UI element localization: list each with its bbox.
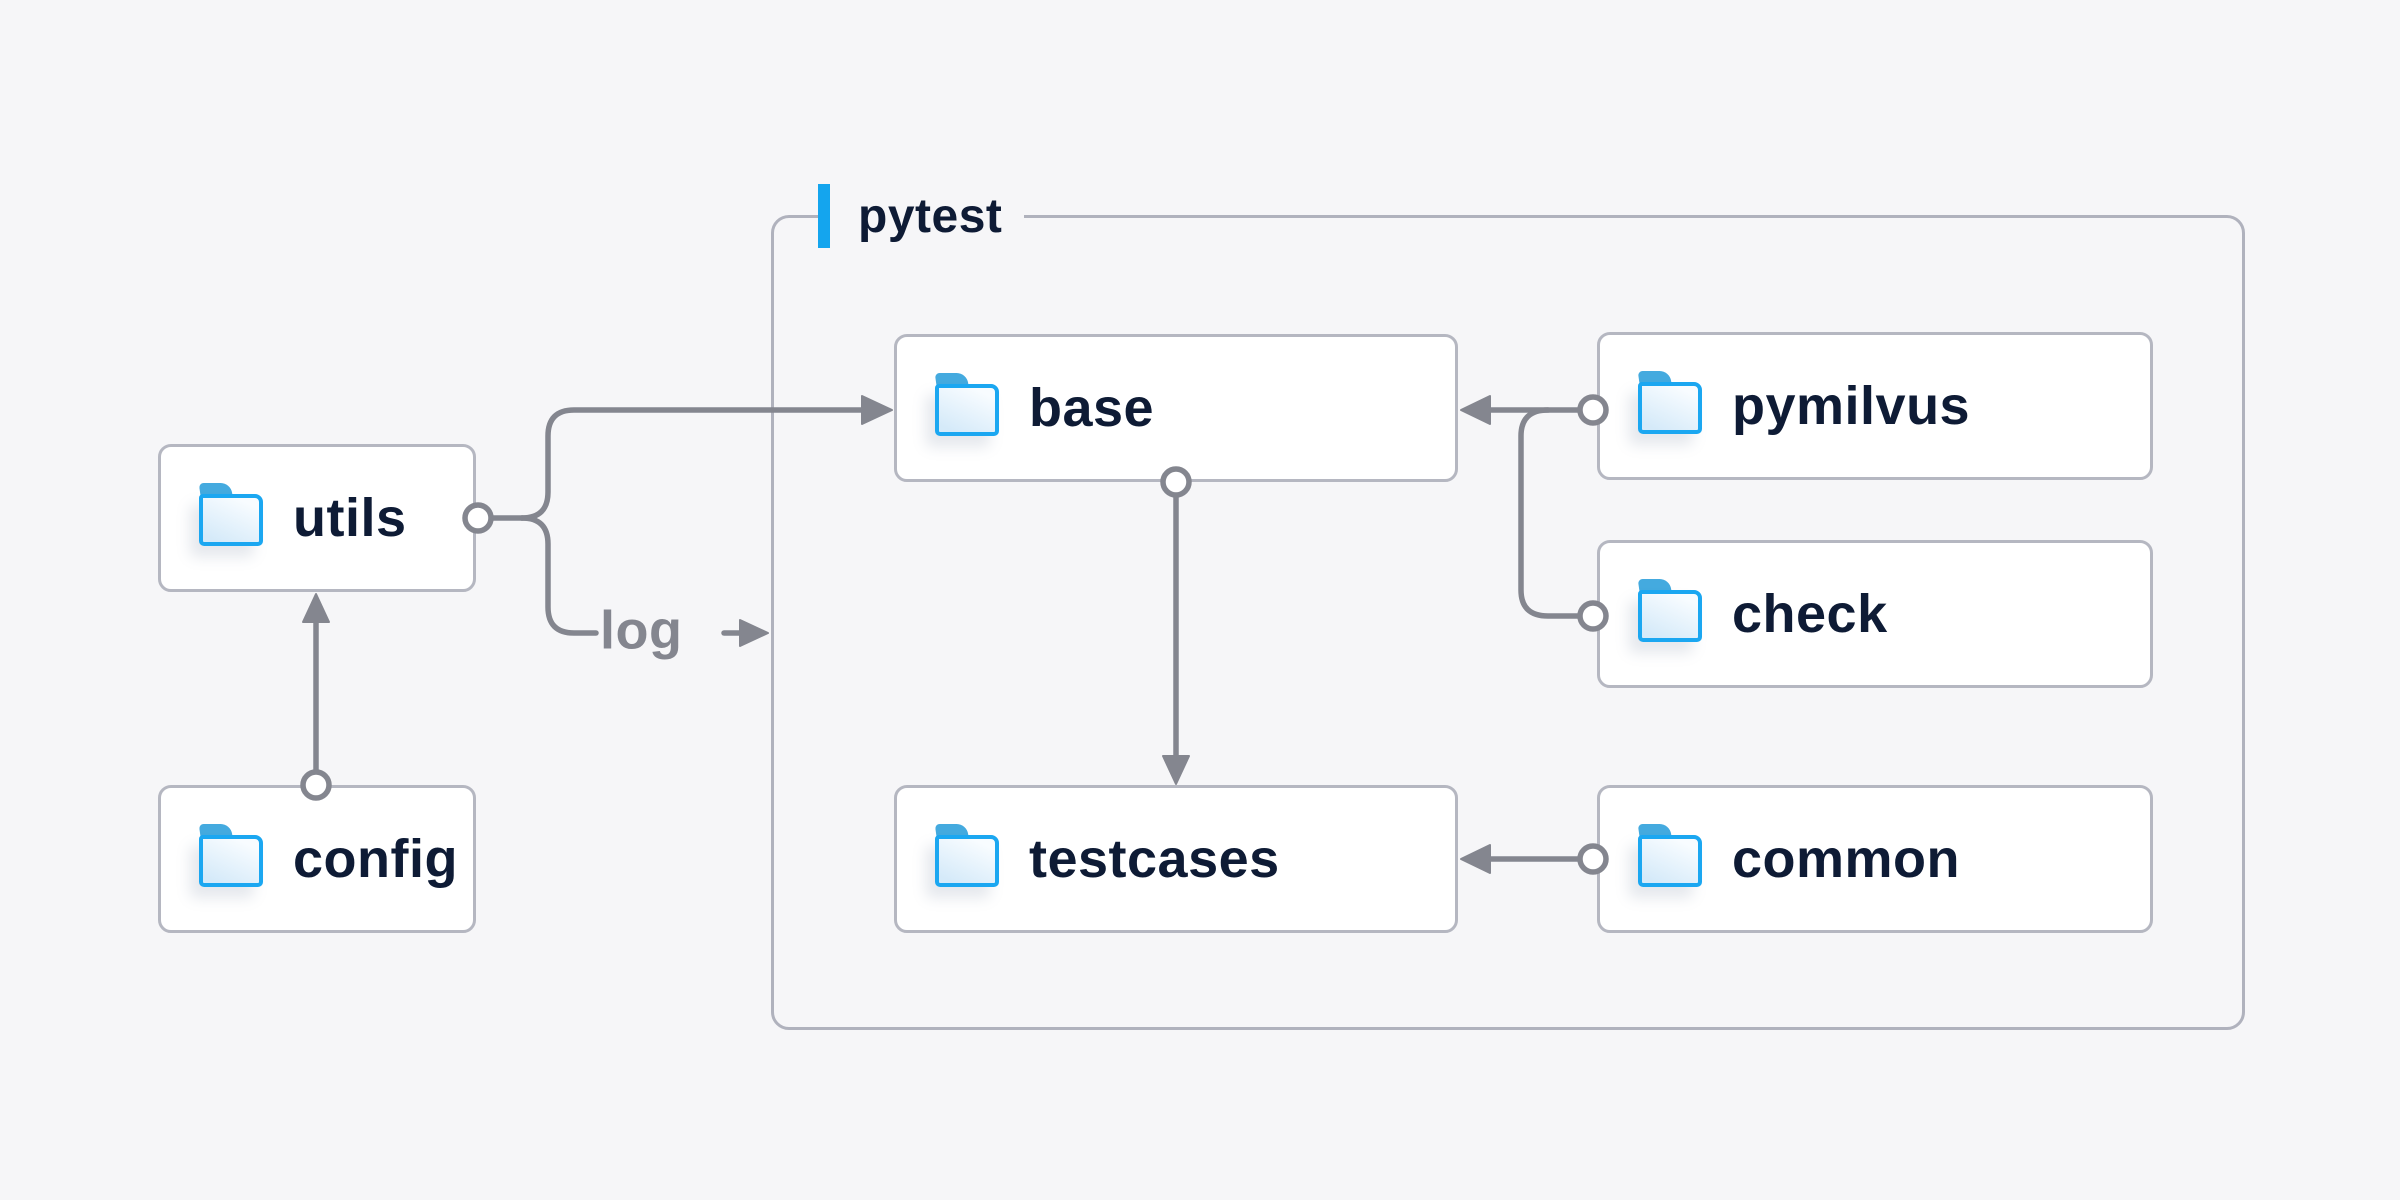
edge-common-testcases bbox=[1460, 843, 1609, 875]
edge-utils-log bbox=[519, 515, 769, 647]
node-label: pymilvus bbox=[1732, 376, 1971, 436]
node-base: base bbox=[894, 334, 1458, 482]
node-label: utils bbox=[293, 488, 407, 548]
node-check: check bbox=[1597, 540, 2153, 688]
folder-icon bbox=[1637, 579, 1702, 642]
edge-check-base bbox=[1518, 407, 1609, 632]
folder-icon bbox=[198, 824, 263, 887]
node-label: check bbox=[1732, 584, 1888, 644]
folder-icon bbox=[1637, 824, 1702, 887]
node-pymilvus: pymilvus bbox=[1597, 332, 2153, 480]
node-label: testcases bbox=[1029, 829, 1280, 889]
node-label: base bbox=[1029, 378, 1155, 438]
accent-bar bbox=[818, 184, 830, 248]
pytest-group-container: pytest bbox=[771, 184, 2245, 1030]
node-label: common bbox=[1732, 829, 1961, 889]
folder-icon bbox=[934, 824, 999, 887]
node-config: config bbox=[158, 785, 476, 933]
edge-base-testcases bbox=[1160, 466, 1192, 785]
edge-label-log: log bbox=[600, 600, 683, 661]
pytest-group-label: pytest bbox=[818, 184, 1025, 248]
node-common: common bbox=[1597, 785, 2153, 933]
group-label-text: pytest bbox=[858, 189, 1003, 243]
folder-icon bbox=[1637, 371, 1702, 434]
node-testcases: testcases bbox=[894, 785, 1458, 933]
folder-icon bbox=[934, 373, 999, 436]
node-label: config bbox=[293, 829, 458, 889]
edge-utils-base bbox=[462, 395, 893, 534]
edge-config-utils bbox=[300, 593, 332, 801]
folder-icon bbox=[198, 483, 263, 546]
